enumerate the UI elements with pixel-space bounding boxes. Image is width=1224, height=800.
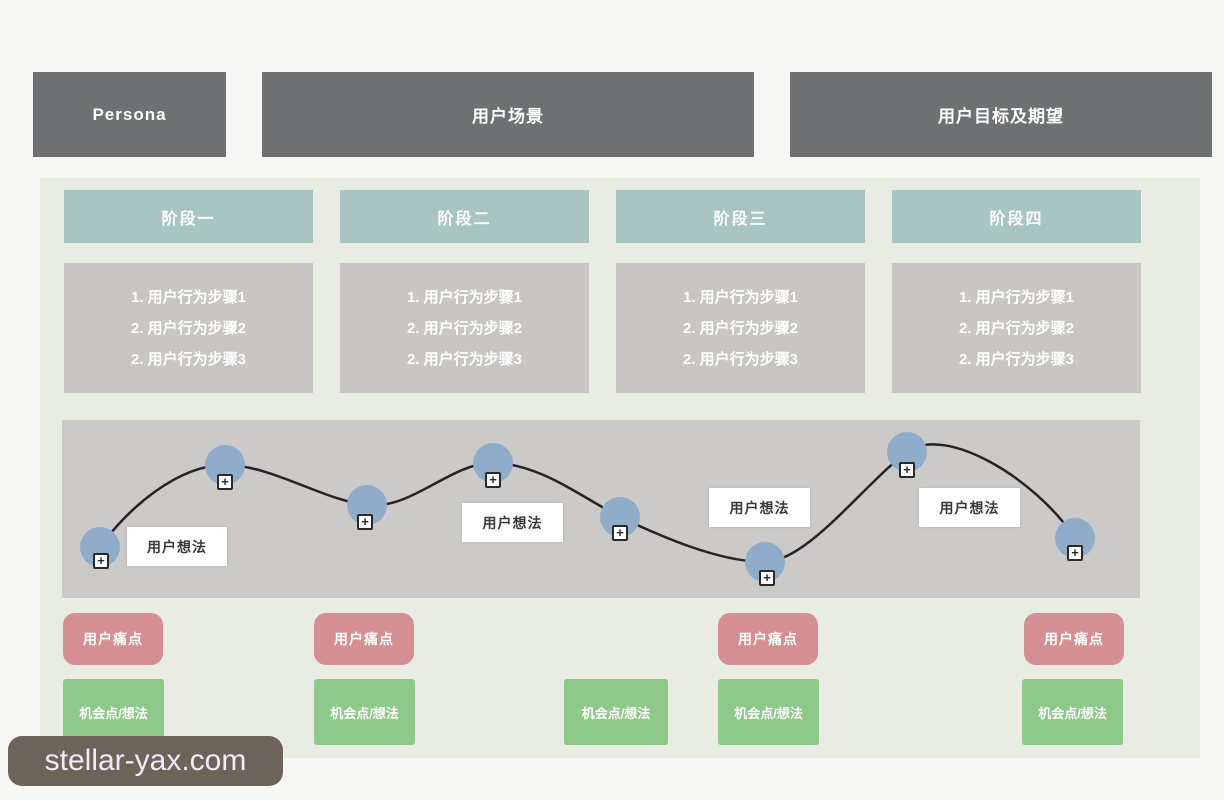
pain-point-box-2: 用户痛点	[314, 613, 414, 665]
phase-2-header: 阶段二	[340, 190, 589, 243]
step-line: 2. 用户行为步骤2	[682, 319, 799, 337]
persona-header-label: Persona	[92, 104, 167, 124]
expand-plus-icon[interactable]: +	[357, 514, 373, 530]
opportunity-box-3: 机会点/想法	[564, 679, 668, 745]
watermark: stellar-yax.com	[8, 736, 283, 786]
phase-4-header: 阶段四	[892, 190, 1141, 243]
phase-1-steps: 1. 用户行为步骤1 2. 用户行为步骤2 2. 用户行为步骤3	[64, 263, 313, 393]
phase-4-title: 阶段四	[989, 210, 1044, 228]
phase-3-header: 阶段三	[616, 190, 865, 243]
phase-3-title: 阶段三	[713, 210, 768, 228]
expand-plus-icon[interactable]: +	[93, 553, 109, 569]
expand-plus-icon[interactable]: +	[759, 570, 775, 586]
user-thought-label-3: 用户想法	[709, 488, 810, 527]
expand-plus-icon[interactable]: +	[612, 525, 628, 541]
expand-plus-icon[interactable]: +	[899, 462, 915, 478]
phase-2-steps: 1. 用户行为步骤1 2. 用户行为步骤2 2. 用户行为步骤3	[340, 263, 589, 393]
expand-plus-icon[interactable]: +	[217, 474, 233, 490]
step-line: 2. 用户行为步骤2	[406, 319, 523, 337]
step-line: 2. 用户行为步骤3	[406, 350, 523, 368]
opportunity-box-5: 机会点/想法	[1022, 679, 1123, 745]
phase-2-title: 阶段二	[437, 210, 492, 228]
step-line: 1. 用户行为步骤1	[406, 288, 523, 306]
step-line: 2. 用户行为步骤3	[958, 350, 1075, 368]
opportunity-box-2: 机会点/想法	[314, 679, 415, 745]
expand-plus-icon[interactable]: +	[1067, 545, 1083, 561]
pain-point-box-3: 用户痛点	[718, 613, 818, 665]
phase-1-header: 阶段一	[64, 190, 313, 243]
persona-header: Persona	[33, 72, 226, 157]
user-scenario-header-label: 用户场景	[472, 107, 544, 126]
phase-4-steps: 1. 用户行为步骤1 2. 用户行为步骤2 2. 用户行为步骤3	[892, 263, 1141, 393]
pain-point-box-1: 用户痛点	[63, 613, 163, 665]
opportunity-box-1: 机会点/想法	[63, 679, 164, 745]
pain-point-box-4: 用户痛点	[1024, 613, 1124, 665]
user-thought-label-4: 用户想法	[919, 488, 1020, 527]
opportunity-box-4: 机会点/想法	[718, 679, 819, 745]
user-goals-header-label: 用户目标及期望	[938, 107, 1064, 126]
user-thought-label-2: 用户想法	[462, 503, 563, 542]
phase-3-steps: 1. 用户行为步骤1 2. 用户行为步骤2 2. 用户行为步骤3	[616, 263, 865, 393]
user-goals-header: 用户目标及期望	[790, 72, 1212, 157]
step-line: 2. 用户行为步骤3	[682, 350, 799, 368]
step-line: 2. 用户行为步骤2	[958, 319, 1075, 337]
expand-plus-icon[interactable]: +	[485, 472, 501, 488]
step-line: 2. 用户行为步骤2	[130, 319, 247, 337]
step-line: 2. 用户行为步骤3	[130, 350, 247, 368]
step-line: 1. 用户行为步骤1	[958, 288, 1075, 306]
user-thought-label-1: 用户想法	[127, 527, 227, 566]
step-line: 1. 用户行为步骤1	[682, 288, 799, 306]
step-line: 1. 用户行为步骤1	[130, 288, 247, 306]
user-scenario-header: 用户场景	[262, 72, 754, 157]
phase-1-title: 阶段一	[161, 210, 216, 228]
